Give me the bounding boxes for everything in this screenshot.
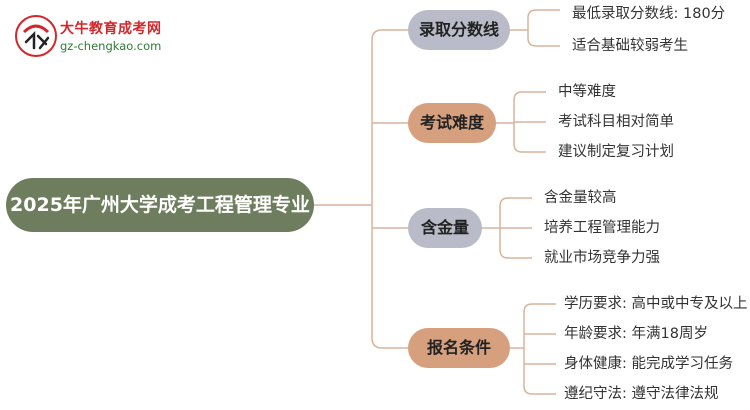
branch-3-connector xyxy=(482,197,532,259)
leaf-management-ability: 培养工程管理能力 xyxy=(544,220,660,236)
leaf-job-competitiveness: 就业市场竞争力强 xyxy=(544,250,660,266)
leaf-health-req: 身体健康: 能完成学习任务 xyxy=(564,356,733,372)
branch-4-connector xyxy=(510,303,556,395)
leaf-suitable: 适合基础较弱考生 xyxy=(572,38,688,54)
daniu-logo-icon xyxy=(15,15,57,57)
leaf-medium-difficulty: 中等难度 xyxy=(558,84,616,100)
leaf-review-plan: 建议制定复习计划 xyxy=(558,144,674,160)
leaf-education-req: 学历要求: 高中或中专及以上 xyxy=(564,296,748,312)
leaf-high-value: 含金量较高 xyxy=(544,190,617,206)
leaf-simple-subjects: 考试科目相对简单 xyxy=(558,114,674,130)
leaf-min-score: 最低录取分数线: 180分 xyxy=(572,6,726,22)
branch-value: 含金量 xyxy=(408,208,482,248)
branch-2-connector xyxy=(496,91,546,153)
leaf-age-req: 年龄要求: 年满18周岁 xyxy=(564,326,708,342)
logo-title: 大牛教育成考网 xyxy=(60,21,162,37)
leaf-law-req: 遵纪守法: 遵守法律法规 xyxy=(564,386,719,402)
site-logo[interactable]: 大牛教育成考网 gz-chengkao.com xyxy=(14,14,164,60)
root-node: 2025年广州大学成考工程管理专业 xyxy=(6,178,314,232)
branch-requirements: 报名条件 xyxy=(408,328,510,368)
trunk-line xyxy=(371,29,408,349)
branch-admission-score: 录取分数线 xyxy=(408,10,510,50)
branch-exam-difficulty: 考试难度 xyxy=(408,103,496,143)
logo-url: gz-chengkao.com xyxy=(60,39,162,53)
branch-1-connector xyxy=(510,9,560,47)
